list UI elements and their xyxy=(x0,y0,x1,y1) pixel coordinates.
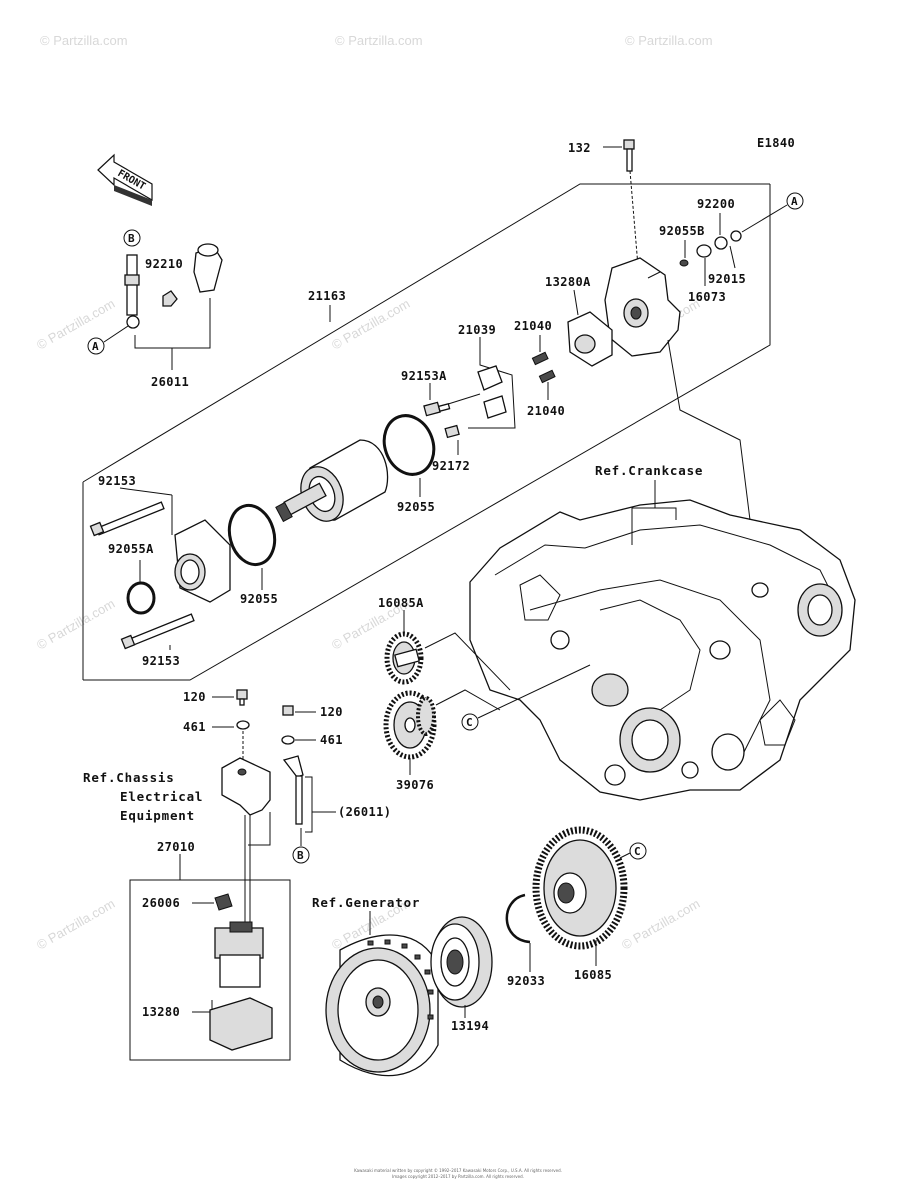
part-labels: 132 92200 92055B 92015 16073 13280A 2116… xyxy=(98,141,746,1033)
part-label-13280A: 13280A xyxy=(545,275,591,289)
part-label-461-left: 461 xyxy=(183,720,206,734)
ref-chassis-line2: Electrical xyxy=(120,789,203,804)
part-label-21039: 21039 xyxy=(458,323,496,337)
ref-generator-label: Ref.Generator xyxy=(312,895,420,910)
screws xyxy=(423,383,460,455)
part-label-92153-lower: 92153 xyxy=(142,654,180,668)
o-ring-upper xyxy=(382,414,436,497)
part-label-120-right: 120 xyxy=(320,705,343,719)
diagram-code: E1840 xyxy=(757,136,795,150)
starter-cable-top: B A xyxy=(87,229,223,370)
copyright-line-1: Kawasaki material written by copyright ©… xyxy=(354,1168,562,1173)
copyright-footer: Kawasaki material written by copyright ©… xyxy=(354,1168,562,1179)
generator-rotor: Ref.Generator xyxy=(312,895,439,1077)
part-label-26011: 26011 xyxy=(151,375,189,389)
watermark: © Partzilla.com xyxy=(34,596,117,653)
watermark: © Partzilla.com xyxy=(34,896,117,953)
callout-a-top: A xyxy=(741,192,804,233)
part-label-21163: 21163 xyxy=(308,289,346,303)
part-label-26011-ref: (26011) xyxy=(338,805,391,819)
part-label-461-right: 461 xyxy=(320,733,343,747)
terminal-hardware xyxy=(679,213,742,286)
part-label-92153-upper: 92153 xyxy=(98,474,136,488)
part-label-13194: 13194 xyxy=(451,1019,489,1033)
part-label-92015: 92015 xyxy=(708,272,746,286)
front-arrow-icon: FRONT xyxy=(97,153,153,206)
part-label-39076: 39076 xyxy=(396,778,434,792)
watermark: © Partzilla.com xyxy=(335,33,423,48)
watermark: © Partzilla.com xyxy=(329,296,412,353)
brush-set xyxy=(444,337,516,429)
crankcase xyxy=(469,499,856,801)
part-label-92210: 92210 xyxy=(145,257,183,271)
gear-39076 xyxy=(383,689,501,775)
part-label-26006: 26006 xyxy=(142,896,180,910)
callout-a-label: A xyxy=(791,195,798,208)
starter-clutch-13194 xyxy=(430,916,493,1018)
idler-gear-16085A xyxy=(384,610,511,691)
terminal-hardware-right: B xyxy=(281,705,336,864)
end-cover xyxy=(604,257,681,357)
bolt-132 xyxy=(603,139,641,291)
part-label-92033: 92033 xyxy=(507,974,545,988)
starter-motor-box xyxy=(82,183,771,681)
part-label-13280: 13280 xyxy=(142,1005,180,1019)
part-label-92055-lower: 92055 xyxy=(240,592,278,606)
brush-springs xyxy=(531,335,556,400)
starter-gear-16085: C xyxy=(532,826,647,966)
ref-crankcase-label: Ref.Crankcase xyxy=(595,463,703,478)
watermark: © Partzilla.com xyxy=(40,33,128,48)
terminal-hardware-left xyxy=(212,689,250,760)
o-ring-lower xyxy=(227,503,277,590)
part-label-92055A: 92055A xyxy=(108,542,154,556)
callout-c-label: C xyxy=(466,716,473,729)
callout-c-label: C xyxy=(634,845,641,858)
part-label-16085: 16085 xyxy=(574,968,612,982)
ref-chassis-line3: Equipment xyxy=(120,808,195,823)
part-label-92055-upper: 92055 xyxy=(397,500,435,514)
watermark: © Partzilla.com xyxy=(619,896,702,953)
ref-crankcase: Ref.Crankcase xyxy=(595,339,751,545)
part-label-92172: 92172 xyxy=(432,459,470,473)
motor-yoke xyxy=(275,439,389,523)
part-label-92055B: 92055B xyxy=(659,224,705,238)
brush-holder xyxy=(567,289,613,367)
part-label-16073: 16073 xyxy=(688,290,726,304)
relay-box-27010 xyxy=(129,854,291,1061)
watermark: © Partzilla.com xyxy=(625,33,713,48)
callout-b-label: B xyxy=(128,232,135,245)
front-cover xyxy=(89,487,231,650)
part-label-21040-upper: 21040 xyxy=(514,319,552,333)
ref-chassis-line1: Ref.Chassis xyxy=(83,770,175,785)
callout-b-label: B xyxy=(297,849,304,862)
part-label-120-left: 120 xyxy=(183,690,206,704)
part-label-21040-lower: 21040 xyxy=(527,404,565,418)
part-label-16085A: 16085A xyxy=(378,596,424,610)
part-label-27010: 27010 xyxy=(157,840,195,854)
part-label-132: 132 xyxy=(568,141,591,155)
copyright-line-2: Images copyright 2012–2017 by Partzilla.… xyxy=(392,1174,524,1179)
circlip-92033 xyxy=(505,893,531,972)
part-label-92200: 92200 xyxy=(697,197,735,211)
callout-c-mid: C xyxy=(461,664,591,731)
relay-bracket xyxy=(221,757,271,925)
watermark: © Partzilla.com xyxy=(34,296,117,353)
part-label-92153A: 92153A xyxy=(401,369,447,383)
ref-chassis: Ref.Chassis Electrical Equipment xyxy=(83,770,203,823)
callout-a-label: A xyxy=(92,340,99,353)
